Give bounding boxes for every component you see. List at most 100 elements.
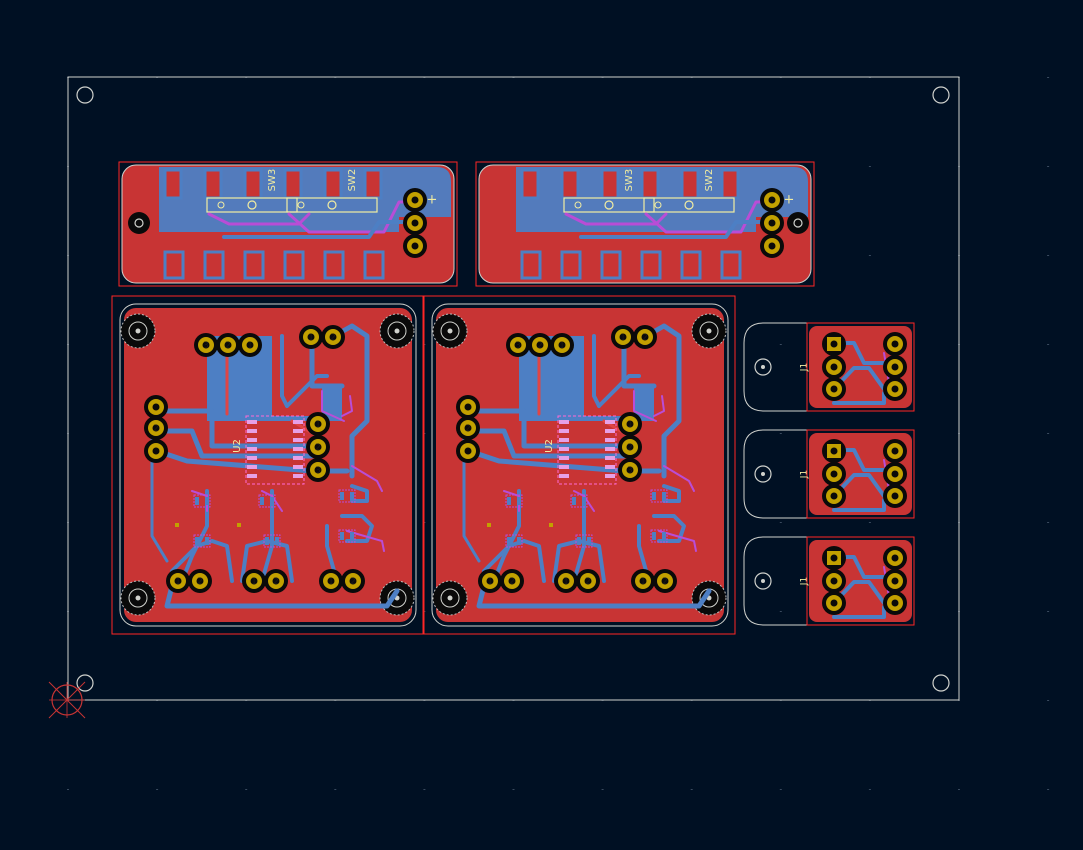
ic-pad[interactable] (605, 465, 615, 469)
ic-pad[interactable] (559, 447, 569, 451)
mounting-hole-icon[interactable] (932, 86, 950, 104)
smd-pad[interactable] (203, 168, 223, 200)
smd-pad[interactable] (520, 168, 540, 200)
smd-pad[interactable] (195, 537, 199, 545)
ic-pad[interactable] (293, 474, 303, 478)
ic-pad[interactable] (247, 456, 257, 460)
smd-pad[interactable] (205, 497, 209, 505)
mounting-hole-icon[interactable] (787, 212, 809, 234)
smd-pad[interactable] (680, 250, 702, 280)
smd-pad[interactable] (600, 168, 620, 200)
drill-hole (891, 340, 899, 348)
ic-pad[interactable] (247, 465, 257, 469)
smd-pad[interactable] (507, 537, 511, 545)
smd-pad[interactable] (507, 497, 511, 505)
mounting-hole-icon[interactable] (932, 674, 950, 692)
smd-pad[interactable] (350, 492, 354, 500)
mounting-hole-icon[interactable] (76, 674, 94, 692)
ic-pad[interactable] (605, 456, 615, 460)
mounting-hole-icon[interactable] (76, 86, 94, 104)
ic-pad[interactable] (559, 474, 569, 478)
smd-pad[interactable] (652, 492, 656, 500)
ic-pad[interactable] (605, 447, 615, 451)
smd-pad[interactable] (203, 250, 225, 280)
smd-pad[interactable] (517, 537, 521, 545)
smd-pad[interactable] (577, 537, 581, 545)
trace (476, 583, 712, 609)
smd-pad[interactable] (195, 497, 199, 505)
ic-pad[interactable] (559, 420, 569, 424)
smd-pad[interactable] (283, 168, 303, 200)
smd-pad[interactable] (260, 497, 264, 505)
smd-pad[interactable] (323, 168, 343, 200)
smd-pad[interactable] (572, 497, 576, 505)
ic-pad[interactable] (293, 465, 303, 469)
ic-pad[interactable] (559, 438, 569, 442)
smd-pad[interactable] (270, 497, 274, 505)
test-point[interactable] (237, 523, 241, 527)
ic-pad[interactable] (293, 456, 303, 460)
smd-pad[interactable] (243, 250, 265, 280)
mounting-hole-icon[interactable] (128, 212, 150, 234)
connector-board[interactable]: J1 (743, 429, 915, 519)
smd-pad[interactable] (517, 497, 521, 505)
smd-pad[interactable] (662, 532, 666, 540)
ic-pad[interactable] (559, 456, 569, 460)
smd-pad[interactable] (600, 250, 622, 280)
ic-pad[interactable] (605, 420, 615, 424)
smd-pad[interactable] (323, 250, 345, 280)
ic-pad[interactable] (605, 429, 615, 433)
ic-pad[interactable] (605, 474, 615, 478)
smd-pad[interactable] (363, 168, 383, 200)
ic-pad[interactable] (247, 447, 257, 451)
test-point[interactable] (487, 523, 491, 527)
connector-board[interactable]: J1 (743, 536, 915, 626)
smd-pad[interactable] (275, 537, 279, 545)
smd-pad[interactable] (640, 168, 660, 200)
ic-pad[interactable] (247, 474, 257, 478)
ic-pad[interactable] (247, 420, 257, 424)
smd-pad[interactable] (205, 537, 209, 545)
ic-pad[interactable] (247, 429, 257, 433)
smd-pad[interactable] (283, 250, 305, 280)
smd-pad[interactable] (163, 168, 183, 200)
smd-pad[interactable] (340, 532, 344, 540)
smd-pad[interactable] (363, 250, 385, 280)
ic-pad[interactable] (293, 438, 303, 442)
smd-pad[interactable] (720, 168, 740, 200)
smd-pad[interactable] (243, 168, 263, 200)
smd-pad[interactable] (163, 250, 185, 280)
smd-pad[interactable] (720, 250, 742, 280)
smd-pad[interactable] (680, 168, 700, 200)
connector-board[interactable]: J1 (743, 322, 915, 412)
mounting-hole-icon[interactable] (754, 572, 772, 590)
ic-pad[interactable] (293, 447, 303, 451)
ic-pad[interactable] (247, 438, 257, 442)
ic-pad[interactable] (559, 465, 569, 469)
test-point[interactable] (175, 523, 179, 527)
smd-pad[interactable] (265, 537, 269, 545)
smd-pad[interactable] (350, 532, 354, 540)
smd-pad[interactable] (587, 537, 591, 545)
smd-pad[interactable] (520, 250, 542, 280)
smd-pad[interactable] (652, 532, 656, 540)
ic-pad[interactable] (293, 420, 303, 424)
smd-pad[interactable] (560, 168, 580, 200)
ic-pad[interactable] (293, 429, 303, 433)
mounting-hole-icon[interactable] (754, 465, 772, 483)
smd-pad[interactable] (640, 250, 662, 280)
smd-pad[interactable] (560, 250, 582, 280)
ic-pad[interactable] (559, 429, 569, 433)
smd-pad[interactable] (340, 492, 344, 500)
ic-pad[interactable] (605, 438, 615, 442)
smd-pad[interactable] (662, 492, 666, 500)
mounting-hole-icon[interactable] (754, 358, 772, 376)
test-point[interactable] (549, 523, 553, 527)
smd-pad[interactable] (582, 497, 586, 505)
